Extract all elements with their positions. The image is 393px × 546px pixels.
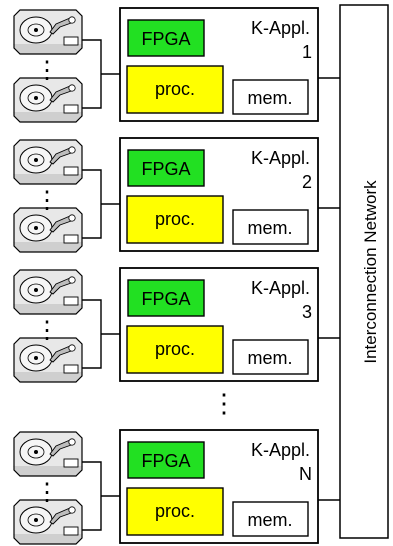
disk-pivot — [68, 146, 76, 154]
hard-disk-icon — [13, 207, 83, 253]
node-1: ⋮ K-Appl. 1 FPGA proc. mem. — [13, 7, 340, 123]
nodes-layer: ⋮K-Appl.1FPGAproc.mem.⋮K-Appl.2FPGAproc.… — [13, 7, 340, 545]
hard-disk-icon — [13, 77, 83, 123]
disk-spindle — [34, 226, 38, 230]
disk-platter-ring — [27, 153, 45, 167]
disk-connector — [63, 36, 79, 46]
hard-disk-icon — [13, 9, 83, 55]
node-index: 2 — [302, 172, 312, 192]
proc-box — [126, 195, 224, 244]
fpga-box — [127, 279, 205, 317]
disk-pivot — [68, 16, 76, 24]
disk-platter-ring — [27, 351, 45, 365]
interconnection-network-label: Interconnection Network — [361, 180, 380, 364]
mem-box — [232, 339, 309, 375]
proc-label: proc. — [155, 339, 195, 359]
disk-connector — [63, 296, 79, 306]
fpga-box — [127, 19, 205, 57]
disk-pivot — [68, 438, 76, 446]
mem-label: mem. — [248, 348, 293, 368]
disk-ellipsis: ⋮ — [35, 479, 59, 506]
disk-spindle — [34, 96, 38, 100]
disk-pivot — [68, 506, 76, 514]
disk-platter-ring — [27, 23, 45, 37]
fpga-box — [127, 441, 205, 479]
between-nodes-ellipsis: ⋮ — [211, 388, 237, 418]
disk-bracket-wire — [82, 461, 120, 531]
disk-connector — [63, 458, 79, 468]
disk-connector — [63, 526, 79, 536]
hard-disk-icon — [13, 269, 83, 315]
mem-box — [232, 79, 309, 115]
hard-disk-icon — [13, 337, 83, 383]
proc-box — [126, 65, 224, 114]
fpga-label: FPGA — [141, 289, 190, 309]
disk-platter-ring — [27, 283, 45, 297]
disk-spindle — [34, 158, 38, 162]
mem-box — [232, 501, 309, 537]
disk-spindle — [34, 356, 38, 360]
disk-platter-ring — [27, 91, 45, 105]
disk-connector — [63, 104, 79, 114]
disk-platter-ring — [27, 445, 45, 459]
node-index: 1 — [302, 42, 312, 62]
fpga-label: FPGA — [141, 159, 190, 179]
disk-edge — [13, 242, 83, 253]
disk-bracket-wire — [82, 299, 120, 369]
disk-edge — [13, 466, 83, 477]
hard-disk-icon — [13, 139, 83, 185]
disk-edge — [13, 304, 83, 315]
disk-ellipsis: ⋮ — [35, 57, 59, 84]
disk-platter-ring — [27, 513, 45, 527]
fpga-label: FPGA — [141, 29, 190, 49]
proc-box — [126, 325, 224, 374]
disk-ellipsis: ⋮ — [35, 187, 59, 214]
mem-label: mem. — [248, 510, 293, 530]
disk-ellipsis: ⋮ — [35, 317, 59, 344]
disk-connector — [63, 364, 79, 374]
fpga-label: FPGA — [141, 451, 190, 471]
disk-connector — [63, 166, 79, 176]
disk-pivot — [68, 214, 76, 222]
node-title: K-Appl. — [251, 148, 310, 168]
proc-label: proc. — [155, 79, 195, 99]
disk-pivot — [68, 84, 76, 92]
disk-bracket-wire — [82, 39, 120, 109]
disk-spindle — [34, 518, 38, 522]
mem-label: mem. — [248, 88, 293, 108]
disk-edge — [13, 372, 83, 383]
node-title: K-Appl. — [251, 278, 310, 298]
disk-edge — [13, 44, 83, 55]
disk-spindle — [34, 28, 38, 32]
hard-disk-icon — [13, 431, 83, 477]
disk-edge — [13, 174, 83, 185]
node-index: 3 — [302, 302, 312, 322]
proc-label: proc. — [155, 209, 195, 229]
disk-spindle — [34, 450, 38, 454]
node-4: ⋮ K-Appl. N FPGA proc. mem. — [13, 429, 340, 545]
disk-connector — [63, 234, 79, 244]
interconnection-network-box — [339, 4, 389, 539]
disk-spindle — [34, 288, 38, 292]
node-2: ⋮ K-Appl. 2 FPGA proc. mem. — [13, 137, 340, 253]
node-title: K-Appl. — [251, 18, 310, 38]
disk-bracket-wire — [82, 169, 120, 239]
node-3: ⋮ K-Appl. 3 FPGA proc. mem. — [13, 267, 340, 383]
node-title: K-Appl. — [251, 440, 310, 460]
proc-label: proc. — [155, 501, 195, 521]
node-index: N — [299, 464, 312, 484]
disk-platter-ring — [27, 221, 45, 235]
disk-edge — [13, 534, 83, 545]
disk-pivot — [68, 276, 76, 284]
mem-box — [232, 209, 309, 245]
disk-pivot — [68, 344, 76, 352]
hard-disk-icon — [13, 499, 83, 545]
fpga-box — [127, 149, 205, 187]
disk-edge — [13, 112, 83, 123]
proc-box — [126, 487, 224, 536]
mem-label: mem. — [248, 218, 293, 238]
